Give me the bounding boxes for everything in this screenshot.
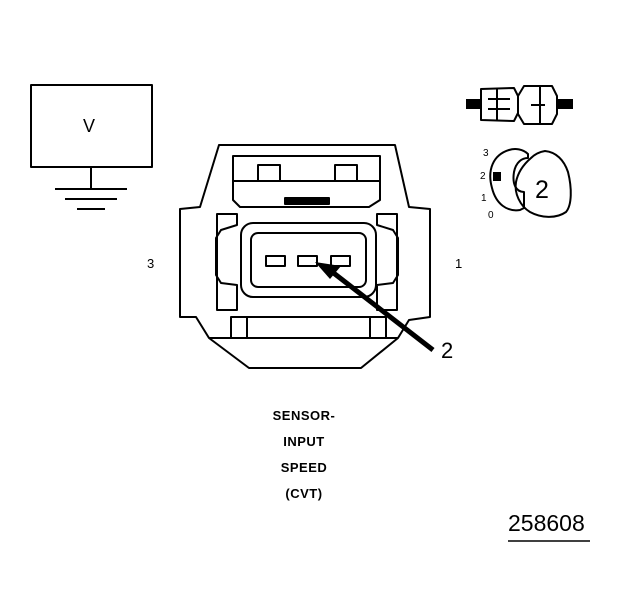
caption-line-3: SPEED (280, 460, 328, 475)
connector-housing (179, 144, 431, 369)
callout-number: 2 (441, 338, 454, 363)
pin-label-right: 1 (455, 256, 463, 271)
caption-line-2: INPUT (283, 434, 325, 449)
pin-cavity-1 (330, 255, 351, 267)
knob-position-2: 2 (480, 171, 486, 182)
pin-label-left: 3 (147, 256, 155, 271)
selector-knob (489, 148, 572, 218)
knob-position-1: 1 (481, 193, 487, 204)
callout-arrow (315, 262, 435, 352)
knob-selected-number: 2 (535, 176, 549, 204)
connector-side-view (466, 85, 573, 125)
connector-socket (240, 222, 377, 298)
knob-position-0: 0 (488, 210, 494, 221)
connector-latch (232, 155, 381, 208)
voltmeter-symbol (30, 84, 153, 210)
caption-line-1: SENSOR- (272, 408, 336, 423)
connector-face (179, 144, 431, 369)
pin-cavity-2 (297, 255, 318, 267)
knob-position-3: 3 (483, 148, 489, 159)
voltmeter-label: V (83, 116, 96, 136)
caption-line-4: (CVT) (285, 486, 323, 501)
pin-cavity-3 (265, 255, 286, 267)
figure-id: 258608 (508, 510, 585, 536)
